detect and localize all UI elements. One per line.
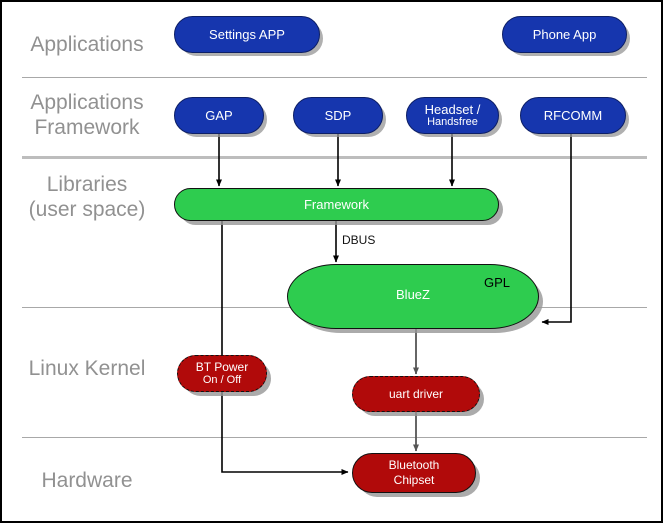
layer-label-hardware: Hardware [41,469,133,492]
node-rfcomm-label: RFCOMM [543,108,603,123]
node-bt-power-label-line2: On / Off [202,373,242,386]
node-bluez[interactable]: GPL BlueZ [287,264,539,329]
separator-kernel [22,437,647,438]
node-phone-app[interactable]: Phone App [502,16,627,53]
layer-label-framework-line1: Applications [30,91,144,114]
node-sdp-label: SDP [324,108,352,123]
layer-label-applications: Applications [30,33,144,56]
separator-framework [22,156,647,159]
layer-label-libraries: Libraries (user space) [2,172,172,222]
layer-label-linux-kernel: Linux Kernel [28,357,146,380]
node-chipset-label-line1: Bluetooth [388,458,440,472]
node-rfcomm[interactable]: RFCOMM [520,97,626,134]
node-settings-app[interactable]: Settings APP [174,16,320,53]
layer-label-applications-framework: Applications Framework [2,90,172,140]
node-framework-label: Framework [303,197,369,212]
node-gap[interactable]: GAP [174,97,264,134]
node-uart-driver-label: uart driver [388,387,444,401]
node-framework[interactable]: Framework [174,188,499,221]
node-chipset-label-line2: Chipset [393,473,435,487]
node-uart-driver[interactable]: uart driver [352,376,480,412]
edge-label-dbus: DBUS [342,233,376,247]
node-gap-label: GAP [205,108,233,123]
node-bt-power-label-line1: BT Power [195,359,249,374]
node-settings-app-label: Settings APP [209,27,285,42]
layer-label-framework-line2: Framework [34,116,140,139]
node-bluez-label: BlueZ [396,287,430,302]
layer-label-libraries-line2: (user space) [28,198,146,221]
node-headset-handsfree[interactable]: Headset / Handsfree [406,97,499,134]
separator-applications [22,77,647,78]
node-headset-label-line2: Handsfree [427,115,478,128]
node-headset-label-line1: Headset / [424,101,481,117]
layer-label-libraries-line1: Libraries [46,173,128,196]
node-bluetooth-chipset[interactable]: Bluetooth Chipset [352,453,476,493]
node-phone-app-label: Phone App [532,27,597,42]
node-bt-power[interactable]: BT Power On / Off [177,355,267,392]
node-bluez-license-badge: GPL [483,275,510,290]
node-sdp[interactable]: SDP [293,97,383,134]
